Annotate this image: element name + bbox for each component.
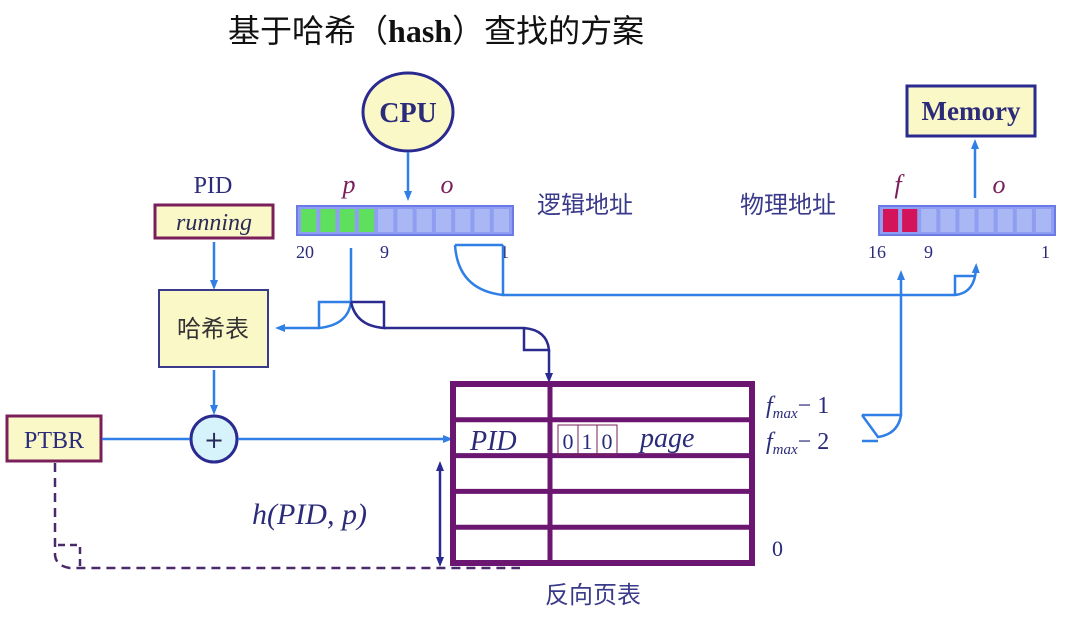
memory-node: Memory	[905, 84, 1037, 138]
logical-bit-high-bit	[320, 209, 336, 232]
table-entry-bits: 0 1 0	[557, 424, 618, 456]
offset-route-line	[501, 245, 980, 297]
physical-bit-offset-bit	[1035, 209, 1051, 232]
logical-bit-offset-bit	[493, 209, 509, 232]
row-label-fmax-2: fmax− 2	[766, 429, 829, 458]
physical-offset-field-label: o	[993, 170, 1006, 199]
page-title: 基于哈希（hash）查找的方案	[228, 12, 644, 50]
logical-bit-high-bit	[339, 209, 355, 232]
logical-bit-high-bit	[358, 209, 375, 232]
ptbr-dashed-bracket	[58, 543, 82, 566]
cpu-node: CPU	[361, 71, 455, 153]
physical-bit-offset-bit	[978, 209, 994, 232]
logical-address-label: 逻辑地址	[537, 191, 633, 219]
logical-bit-label-mid: 9	[380, 242, 389, 262]
logical-offset-field-label: o	[441, 170, 454, 199]
inverted-table-label: 反向页表	[545, 581, 641, 609]
logical-bit-label-high: 20	[296, 242, 314, 262]
table-entry-page: page	[638, 423, 694, 454]
physical-bit-label-low: 1	[1041, 242, 1050, 262]
table-entry-pid: PID	[469, 426, 517, 457]
adder-symbol: +	[204, 426, 224, 454]
logical-bit-label-low: 1	[500, 242, 509, 262]
ptbr-label: PTBR	[24, 428, 84, 454]
physical-bit-offset-bit	[1016, 209, 1032, 232]
hash-function-label: h(PID, p)	[252, 498, 367, 531]
title-suffix: ）查找的方案	[452, 12, 644, 50]
memory-label: Memory	[922, 96, 1021, 126]
physical-bit-high-bit	[883, 209, 899, 232]
pid-label: PID	[194, 173, 233, 199]
logical-bit-offset-bit	[416, 209, 432, 232]
physical-bit-label-high: 16	[868, 242, 886, 262]
page-to-hash-arc	[317, 300, 353, 330]
page-to-table-arc	[349, 300, 386, 330]
physical-bit-offset-bit	[959, 209, 975, 232]
frame-route-line	[862, 275, 901, 443]
page-to-table-route	[384, 326, 551, 352]
inverted-page-table	[450, 381, 755, 566]
table-entry-bit-2: 0	[602, 429, 613, 454]
table-entry-bit-1: 1	[582, 429, 593, 454]
adder-node: +	[189, 414, 239, 464]
logical-bit-offset-bit	[378, 209, 394, 232]
physical-bit-offset-bit	[921, 209, 937, 232]
cpu-label: CPU	[379, 98, 437, 129]
logical-bit-offset-bit	[397, 209, 413, 232]
hash-table-node: 哈希表	[158, 289, 269, 368]
offset-jump-bracket	[953, 274, 976, 295]
physical-address-register	[878, 205, 1056, 236]
logical-bit-offset-bit	[474, 209, 490, 232]
physical-bit-offset-bit	[940, 209, 956, 232]
logical-page-field-label: p	[341, 170, 356, 199]
physical-bit-offset-bit	[997, 209, 1013, 232]
logical-bit-high-bit	[301, 209, 317, 232]
pid-register: running	[153, 203, 275, 240]
table-border	[450, 381, 755, 566]
table-entry-bit-0: 0	[563, 429, 574, 454]
ptbr-dashed-link	[53, 463, 520, 570]
hash-table-label: 哈希表	[177, 315, 249, 343]
title-keyword: hash	[388, 13, 452, 49]
physical-address-label: 物理地址	[740, 191, 836, 219]
logical-bit-offset-bit	[435, 209, 452, 232]
physical-bit-label-mid: 9	[924, 242, 933, 262]
logical-bit-offset-bit	[455, 209, 471, 232]
physical-bit-high-bit	[902, 209, 918, 232]
logical-address-register	[296, 205, 514, 236]
row-label-fmax-1: fmax− 1	[766, 393, 829, 422]
frame-route-arc	[860, 414, 903, 439]
physical-frame-field-label: f	[894, 170, 905, 199]
row-label-zero: 0	[772, 536, 783, 561]
title-prefix: 基于哈希（	[228, 12, 388, 50]
ptbr-register: PTBR	[5, 414, 103, 463]
pid-value: running	[176, 210, 252, 236]
offset-jump-arc	[453, 243, 504, 297]
